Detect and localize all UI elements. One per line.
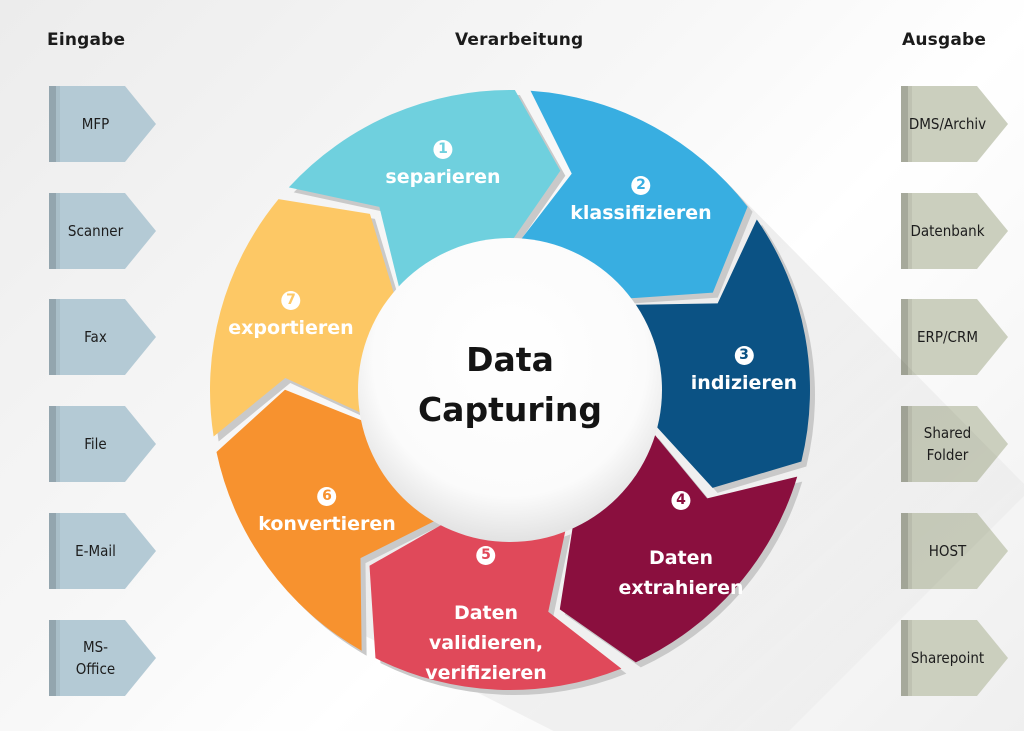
step-number-badge: 7 bbox=[281, 291, 301, 310]
center-title-line1: Data bbox=[466, 340, 554, 379]
arrow-tag-shape bbox=[901, 86, 1008, 162]
output-column-title: Ausgabe bbox=[902, 30, 987, 50]
arrow-tag-shape bbox=[49, 620, 156, 696]
step-number-badge: 1 bbox=[433, 140, 453, 159]
step-1: 1 separieren bbox=[385, 132, 501, 192]
segment-step-2 bbox=[520, 90, 748, 299]
segment-step-1 bbox=[288, 90, 561, 289]
input-tag-label: Scanner bbox=[67, 222, 124, 240]
step-label: separieren bbox=[385, 166, 501, 188]
input-tag-fax: Fax bbox=[49, 299, 156, 375]
arrow-tag-shape bbox=[901, 193, 1008, 269]
segment-step-3 bbox=[633, 219, 810, 488]
output-tag-label: Datenbank bbox=[910, 222, 985, 240]
step-7: 7 exportieren bbox=[228, 283, 354, 343]
step-label: konvertieren bbox=[258, 513, 396, 535]
output-tag-label: ERP/CRM bbox=[916, 328, 979, 346]
step-3: 3 indizieren bbox=[691, 338, 797, 398]
step-label: Daten validieren, verifizieren bbox=[425, 602, 547, 684]
output-tag-shared-folder: Shared Folder bbox=[901, 406, 1008, 482]
arrow-tag-shape bbox=[49, 406, 156, 482]
input-tag-ms-office: MS- Office bbox=[49, 620, 156, 696]
output-tag-dms-archiv: DMS/Archiv bbox=[901, 86, 1008, 162]
step-4: 4 Daten extrahieren bbox=[618, 453, 744, 633]
input-tag-scanner: Scanner bbox=[49, 193, 156, 269]
step-number-badge: 5 bbox=[476, 546, 496, 565]
segment-step-7 bbox=[210, 199, 395, 437]
step-label: exportieren bbox=[228, 317, 354, 339]
step-label: indizieren bbox=[690, 372, 798, 394]
step-6: 6 konvertieren bbox=[258, 479, 396, 539]
input-tag-label: Fax bbox=[84, 328, 107, 346]
output-tag-sharepoint: Sharepoint bbox=[901, 620, 1008, 696]
step-5: 5 Daten validieren, verifizieren bbox=[425, 508, 547, 718]
step-number-badge: 3 bbox=[734, 346, 754, 365]
step-number-badge: 6 bbox=[317, 487, 337, 506]
input-tag-email: E-Mail bbox=[49, 513, 156, 589]
arrow-tag-shape bbox=[901, 299, 1008, 375]
step-number-badge: 2 bbox=[631, 176, 651, 195]
output-tag-label: Shared Folder bbox=[923, 424, 972, 464]
segment-step-4 bbox=[559, 433, 798, 663]
center-title: Data Capturing bbox=[418, 335, 602, 435]
input-tag-file: File bbox=[49, 406, 156, 482]
arrow-tag-shape bbox=[901, 620, 1008, 696]
ring-segments bbox=[210, 90, 815, 695]
input-column-title: Eingabe bbox=[47, 30, 126, 50]
input-tag-label: File bbox=[84, 435, 107, 453]
processing-column-title: Verarbeitung bbox=[455, 30, 584, 50]
segment-step-6 bbox=[216, 389, 436, 651]
output-tag-erp-crm: ERP/CRM bbox=[901, 299, 1008, 375]
input-tag-label: MS- Office bbox=[75, 638, 116, 678]
output-tag-label: HOST bbox=[928, 542, 967, 560]
step-2: 2 klassifizieren bbox=[570, 168, 712, 228]
arrow-tag-shape bbox=[49, 86, 156, 162]
output-tag-label: DMS/Archiv bbox=[908, 115, 987, 133]
center-title-line2: Capturing bbox=[417, 390, 603, 429]
input-tag-mfp: MFP bbox=[49, 86, 156, 162]
step-label: klassifizieren bbox=[570, 202, 712, 224]
segment-step-5 bbox=[369, 524, 622, 690]
output-tag-label: Sharepoint bbox=[910, 649, 985, 667]
center-circle bbox=[358, 238, 662, 542]
step-label: Daten extrahieren bbox=[618, 547, 744, 599]
input-tag-label: MFP bbox=[81, 115, 110, 133]
output-tag-datenbank: Datenbank bbox=[901, 193, 1008, 269]
arrow-tag-shape bbox=[49, 513, 156, 589]
arrow-tag-shape bbox=[49, 193, 156, 269]
step-number-badge: 4 bbox=[671, 491, 691, 510]
arrow-tag-shape bbox=[49, 299, 156, 375]
input-tag-label: E-Mail bbox=[75, 542, 116, 560]
